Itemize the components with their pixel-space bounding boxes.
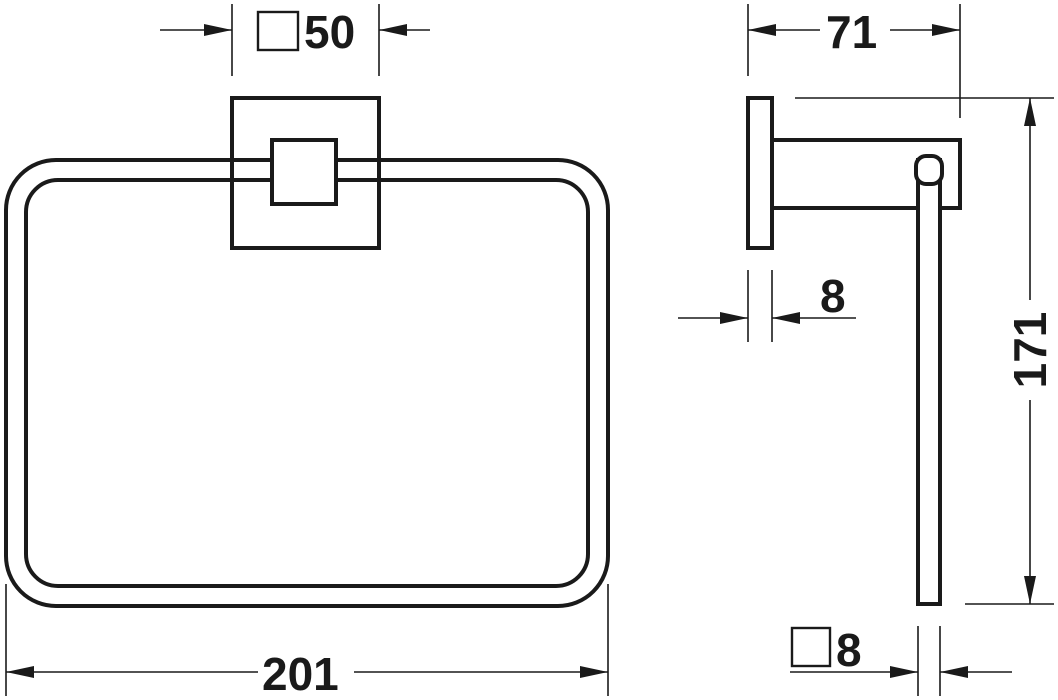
ring-joint-cap: [914, 154, 944, 186]
dim-label-ring-width: 201: [262, 648, 339, 700]
arm-clamp-front: [270, 138, 338, 206]
dim-label-ring-height: 171: [1004, 312, 1056, 389]
dim-label-plate-thickness: 8: [820, 270, 846, 322]
dim-label-ring-bar-section: 8: [836, 624, 862, 676]
dimension-201: 201: [5, 584, 609, 700]
front-view: [4, 96, 610, 608]
dim-label-projection-depth: 71: [826, 6, 877, 58]
square-section-icon: [790, 626, 832, 668]
dimension-square-50: 50: [160, 4, 430, 76]
dimension-plate-8: 8: [678, 270, 856, 342]
wall-plate-side: [746, 96, 774, 250]
dimension-bar-square-8: 8: [790, 624, 1012, 696]
dimension-71: 71: [747, 4, 961, 118]
side-view: [746, 96, 962, 606]
square-section-icon: [256, 10, 300, 52]
ring-bar-side: [916, 158, 942, 606]
dimension-171: 171: [795, 97, 1056, 605]
dim-label-square-tube-width: 50: [304, 6, 355, 58]
